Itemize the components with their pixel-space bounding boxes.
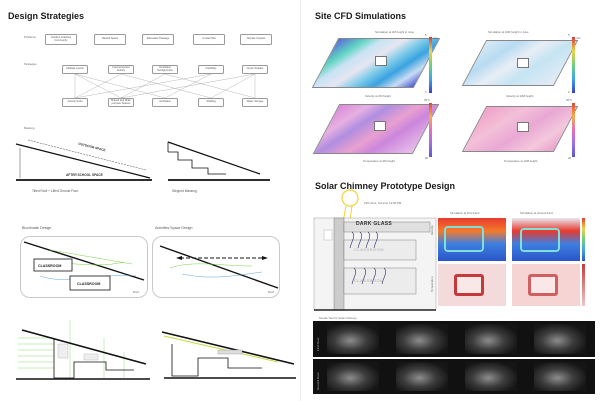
strategy-box-2: Interconnected Activity [108,65,134,74]
cfd-sim-2-max: 5 [568,33,570,37]
smoke-test-row-first-floor: First Floor [313,321,595,357]
strategy-box-1: Multiple Levels [62,65,88,74]
cfd-sim-3-min: 26 [425,156,429,160]
activities-section-drawing [161,331,296,379]
strategy-connector-lines [74,73,256,99]
classroom-upper-label: CLASSROOM [354,247,385,252]
smoke-test-row-ground-floor: Ground Floor [313,359,595,394]
outcome-box-4: Shading [198,98,224,107]
temperature-ground-floor-sim [512,264,580,306]
center-divider [300,0,301,401]
activities-label: Activities Space Design [155,226,193,230]
cfd-building-4 [517,122,529,132]
activities-panel [152,236,280,298]
massing-caption-right: Stepped Massing [172,189,197,193]
outcome-box-3: Ventilation [152,98,178,107]
problem-box-4: Limited Site [193,34,225,45]
smoke-frame-1-4 [534,324,586,354]
cfd-sim-2-caption-top: Simulation at 10M height in June [488,30,529,34]
cfd-building-2 [517,58,529,68]
chimney-velocity-colorbar [582,218,585,261]
cfd-sim-2-min: 0 [568,90,570,94]
cfd-sim-4-caption-bottom: Temperature at 10M height [504,159,538,163]
smoke-frame-2-2 [396,362,448,391]
smoke-frame-1-2 [396,324,448,354]
activities-diagram [159,245,279,289]
chimney-title: Solar Chimney Prototype Design [315,181,456,191]
row-temperature-label: Temperature [430,276,434,292]
sim-ground-floor-label: Simulation at Ground Floor [520,211,554,215]
problem-box-5: Climate Impacts [240,34,272,45]
massing-caption-left: Tilted Roof + Lifted Ground Floor [32,189,79,193]
smoke-frame-1-3 [465,324,517,354]
cfd-colorbar-4 [572,103,575,157]
cfd-sim-3-max: 36°C [424,98,431,102]
velocity-first-floor-sim [438,218,506,261]
design-strategies-title: Design Strategies [8,11,85,21]
bioclimatic-label: Bioclimatic Design [22,226,52,230]
cfd-sim-1-max: 5 [425,33,427,37]
cfd-sim-4-max: 36°C [566,98,573,102]
bioclimatic-section-drawing [16,320,150,380]
dark-glass-label: DARK GLASS [356,221,393,227]
cfd-colorbar-2 [572,37,575,93]
cfd-sim-2-unit: m/s [576,36,581,40]
classroom-label-1: CLASSROOM [38,264,62,268]
chimney-temperature-colorbar [582,264,585,306]
outcome-box-5: Water Storage [242,98,268,107]
cfd-building-3 [374,121,386,131]
problem-box-2: Natural Space [94,34,126,45]
strategy-box-3: Ventilation Sunlight Flow [152,65,178,74]
cfd-sim-4-min: 26 [568,156,572,160]
cfd-colorbar-3 [429,103,432,157]
strategy-box-5: Green Shades [242,65,268,74]
smoke-frame-1-1 [327,324,379,354]
cfd-sim-1-min: 0 [425,90,427,94]
problem-box-1: Outdoor Activities Community [45,34,77,45]
smoke-frame-2-1 [327,362,379,391]
velocity-ground-floor-sim [512,218,580,261]
cfd-building-1 [375,56,387,66]
bioclimatic-roof-label: Roof [133,290,139,294]
problem-box-3: Rainwater Passage [142,34,174,45]
cfd-sim-1-unit: m/s [433,36,438,40]
classroom-lower-label: CLASSROOM [354,278,385,283]
temperature-first-floor-sim [438,264,506,306]
after-school-space-label: AFTER SCHOOL SPACE [66,173,103,177]
cfd-colorbar-1 [429,37,432,93]
cfd-sim-1-caption-bottom: Velocity at 2M height [365,94,391,98]
cfd-sim-2-caption-bottom: Velocity at 10M height [506,94,534,98]
sun-note: 16th June, Summer 12:00 PM [364,201,402,205]
outcome-box-2: Shared and Multi-purpose Spaces [108,98,134,107]
outcome-box-1: Activity Hubs [62,98,88,107]
smoke-row-1-label: First Floor [316,337,320,352]
bioclimatic-diagram [23,241,145,291]
smoke-row-2-label: Ground Floor [316,372,320,390]
cfd-title: Site CFD Simulations [315,11,407,21]
cfd-sim-1-caption-top: Simulation at 2M height in June [375,30,415,34]
sim-first-floor-label: Simulation at First Floor [450,211,480,215]
activities-roof-label: Roof [268,290,274,294]
strategy-box-4: Flexibility [198,65,224,74]
massing-label: Massing [24,126,35,130]
cfd-sim-3-caption-bottom: Temperature at 2M height [363,159,395,163]
solar-chimney-section [313,189,437,311]
problems-label: Problems [24,35,36,39]
row-velocity-label: Velocity [430,225,434,235]
smoke-test-title: Smoke Test for Solar Chimney [319,316,357,320]
massing-diagram [15,139,270,181]
strategies-label: Strategies [24,62,37,66]
smoke-frame-2-4 [534,362,586,391]
classroom-label-2: CLASSROOM [77,282,101,286]
smoke-frame-2-3 [465,362,517,391]
